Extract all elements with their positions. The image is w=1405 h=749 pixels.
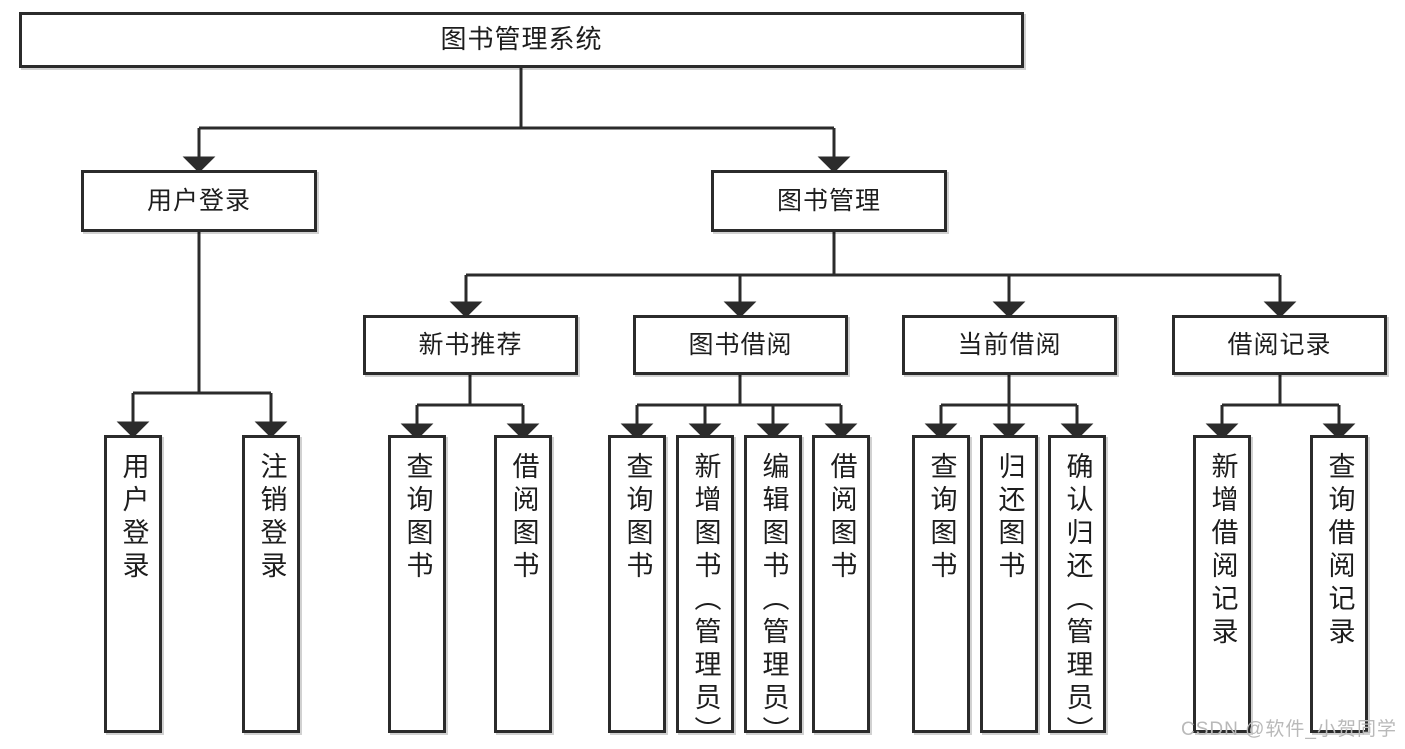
node-label: 借阅记录 bbox=[1227, 330, 1332, 359]
node-label: 查询借阅记录 bbox=[1324, 452, 1355, 650]
node-label: 编辑图书（管理员） bbox=[758, 452, 789, 749]
node-book-manage[interactable]: 图书管理 bbox=[711, 170, 947, 232]
node-borrow-record[interactable]: 借阅记录 bbox=[1172, 315, 1387, 375]
node-label: 用户登录 bbox=[146, 186, 251, 215]
node-label: 注销登录 bbox=[256, 452, 287, 584]
leaf-add-borrow-record[interactable]: 新增借阅记录 bbox=[1193, 435, 1251, 733]
leaf-confirm-return-admin[interactable]: 确认归还（管理员） bbox=[1048, 435, 1106, 749]
node-label: 归还图书 bbox=[994, 452, 1025, 584]
leaf-add-book-admin[interactable]: 新增图书（管理员） bbox=[676, 435, 734, 749]
node-user-login[interactable]: 用户登录 bbox=[81, 170, 317, 232]
leaf-user-login[interactable]: 用户登录 bbox=[104, 435, 162, 733]
node-label: 借阅图书 bbox=[508, 452, 539, 584]
leaf-return-book[interactable]: 归还图书 bbox=[980, 435, 1038, 733]
node-label: 新增借阅记录 bbox=[1207, 452, 1238, 650]
node-label: 当前借阅 bbox=[957, 330, 1062, 359]
leaf-logout[interactable]: 注销登录 bbox=[242, 435, 300, 733]
node-label: 查询图书 bbox=[402, 452, 433, 584]
leaf-edit-book-admin[interactable]: 编辑图书（管理员） bbox=[744, 435, 802, 749]
node-book-borrow[interactable]: 图书借阅 bbox=[633, 315, 848, 375]
node-label: 图书管理系统 bbox=[440, 24, 603, 55]
leaf-query-book-2[interactable]: 查询图书 bbox=[608, 435, 666, 733]
node-label: 查询图书 bbox=[926, 452, 957, 584]
leaf-borrow-book-2[interactable]: 借阅图书 bbox=[812, 435, 870, 733]
node-current-borrow[interactable]: 当前借阅 bbox=[902, 315, 1117, 375]
node-label: 新书推荐 bbox=[418, 330, 523, 359]
node-root-system[interactable]: 图书管理系统 bbox=[19, 12, 1024, 68]
node-new-book-recommend[interactable]: 新书推荐 bbox=[363, 315, 578, 375]
node-label: 查询图书 bbox=[622, 452, 653, 584]
leaf-borrow-book-1[interactable]: 借阅图书 bbox=[494, 435, 552, 733]
leaf-query-borrow-record[interactable]: 查询借阅记录 bbox=[1310, 435, 1368, 733]
node-label: 新增图书（管理员） bbox=[690, 452, 721, 749]
node-label: 图书管理 bbox=[776, 186, 881, 215]
node-label: 确认归还（管理员） bbox=[1062, 452, 1093, 749]
leaf-query-book-1[interactable]: 查询图书 bbox=[388, 435, 446, 733]
leaf-query-book-3[interactable]: 查询图书 bbox=[912, 435, 970, 733]
node-label: 借阅图书 bbox=[826, 452, 857, 584]
node-label: 图书借阅 bbox=[688, 330, 793, 359]
node-label: 用户登录 bbox=[118, 452, 149, 584]
watermark: CSDN @软件_小贺同学 bbox=[1181, 719, 1397, 740]
